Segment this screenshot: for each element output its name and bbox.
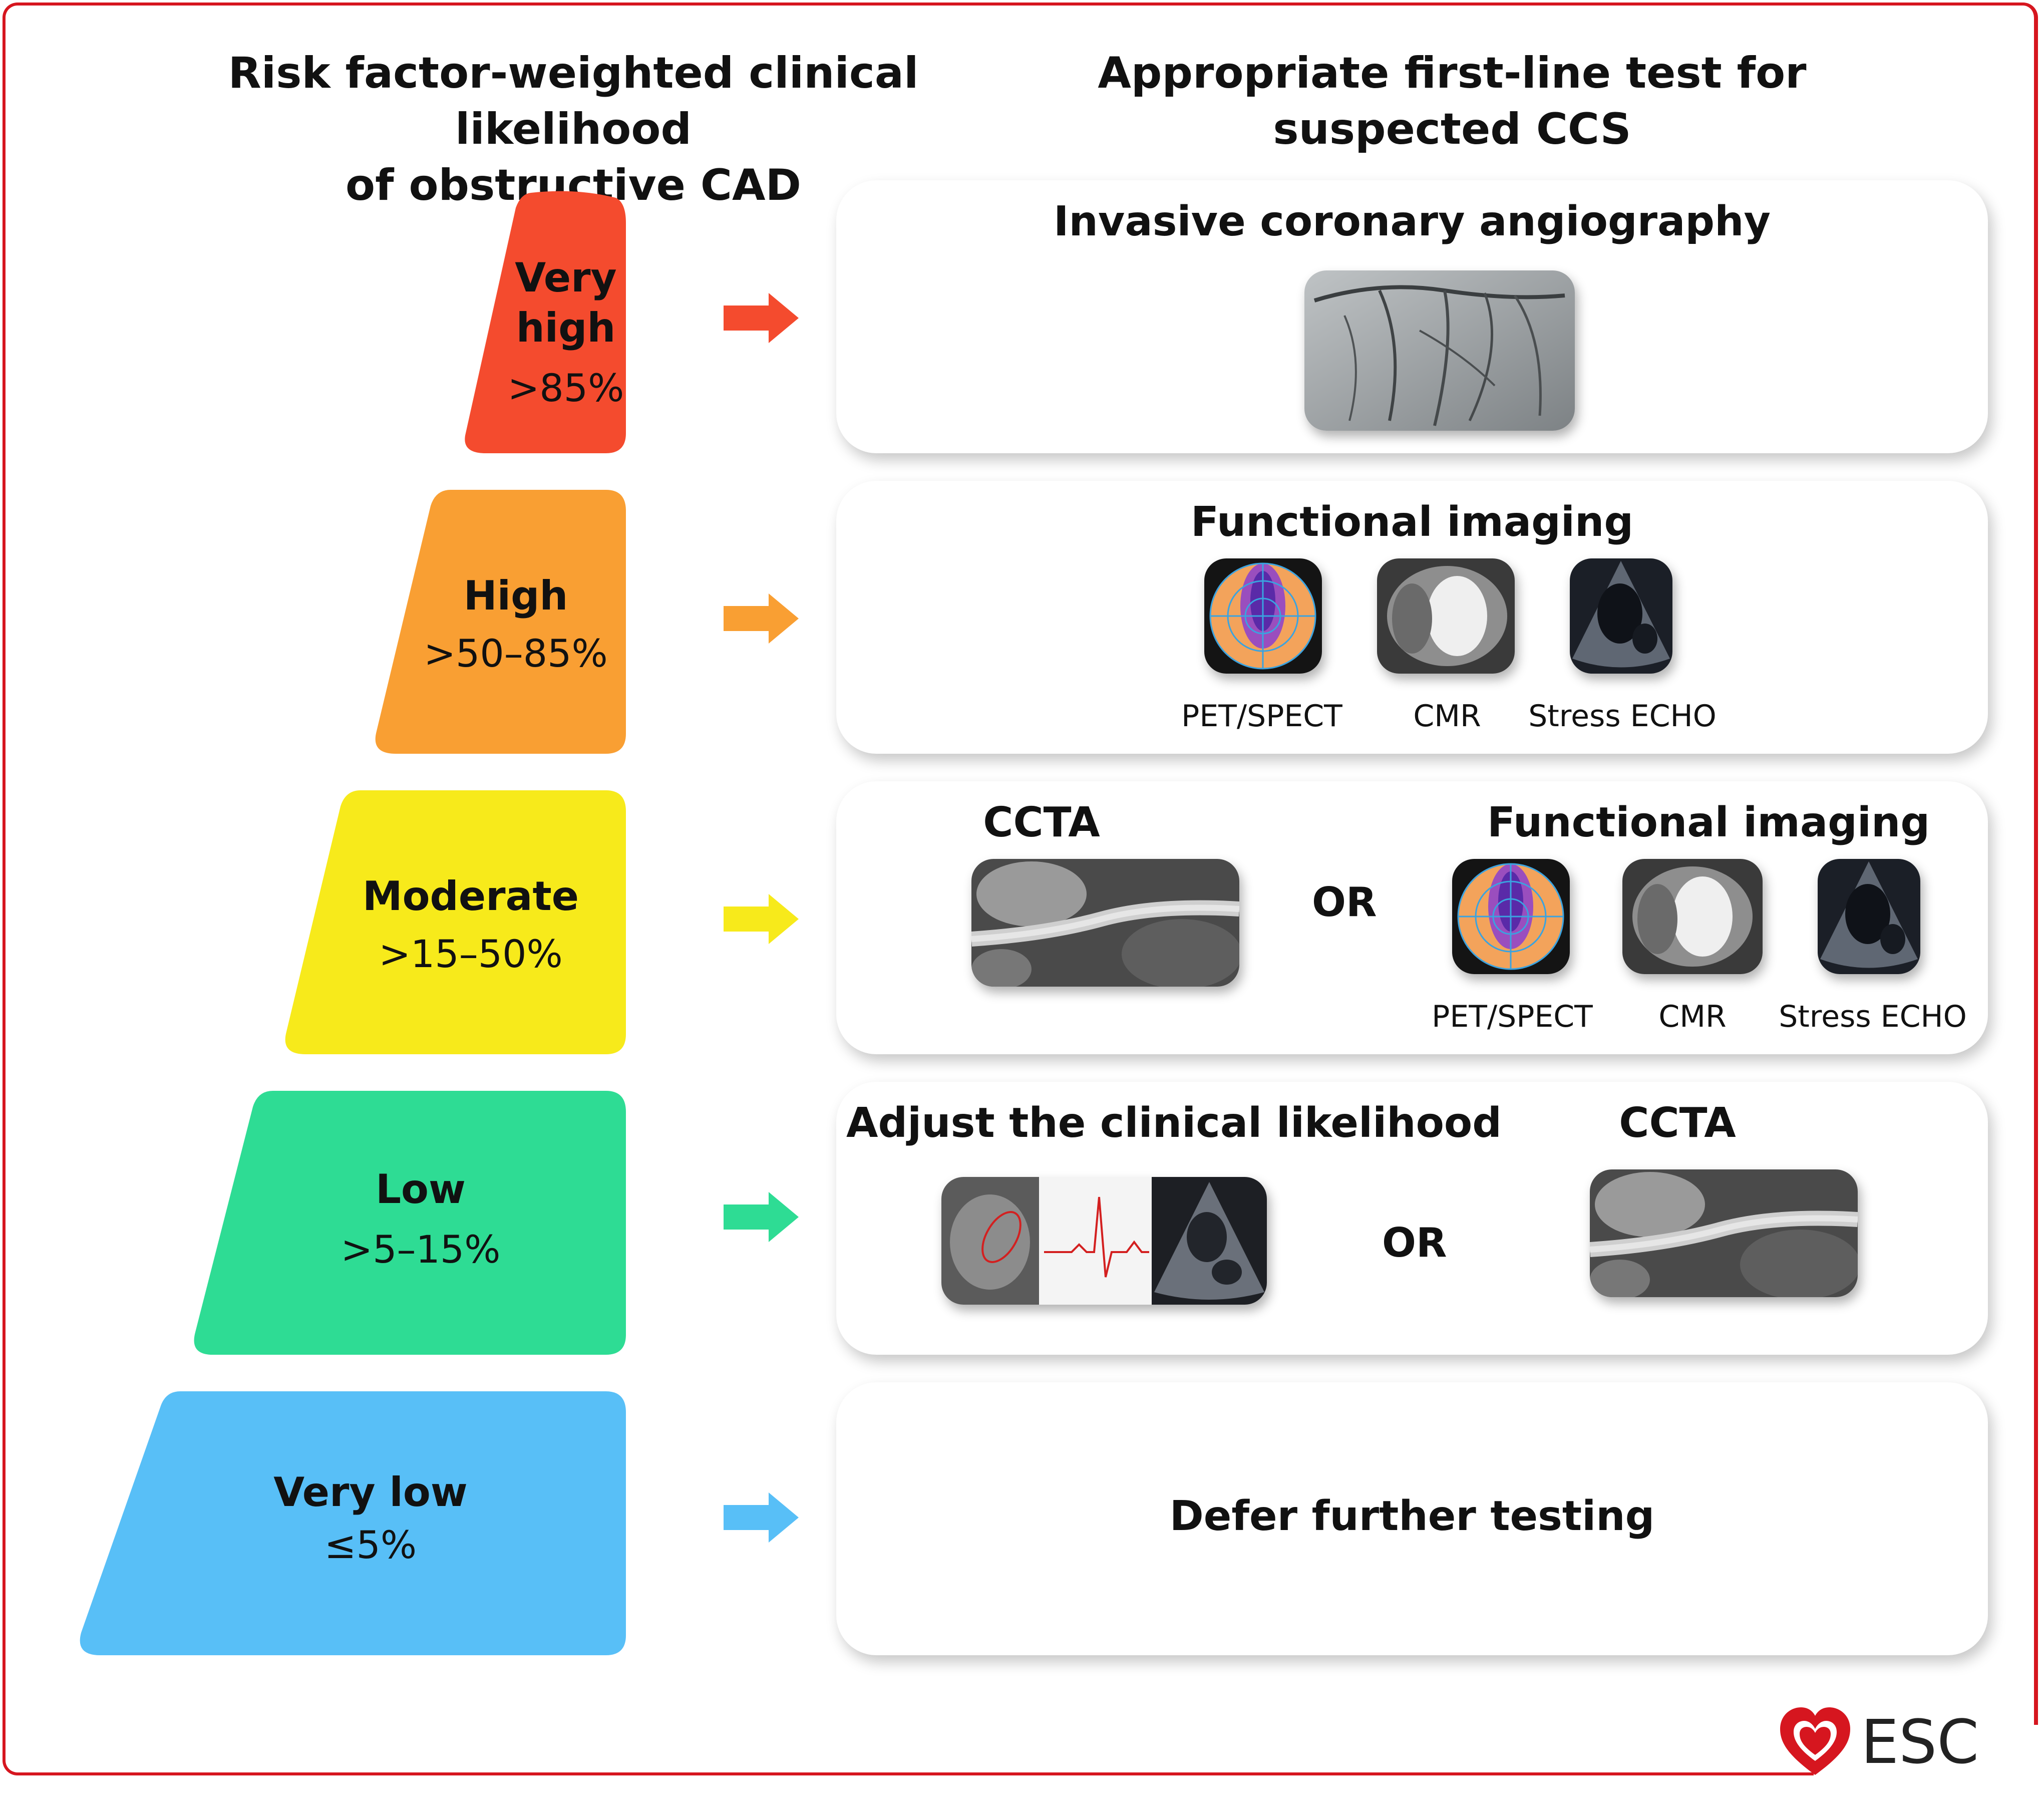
pet-spect-image (1204, 558, 1322, 674)
arrow-very-high-icon (724, 293, 799, 343)
moderate-caption-cmr: CMR (1658, 999, 1727, 1034)
esc-logo-text: ESC (1861, 1707, 1979, 1777)
tier-moderate-label: Moderate (362, 873, 579, 920)
left-header: Risk factor-weighted clinical likelihood… (165, 45, 981, 213)
tier-very-low-label: Very low (273, 1469, 468, 1516)
test-box-low: Adjust the clinical likelihood OR CCTA (836, 1082, 1988, 1355)
tier-very-high-range: >85% (507, 366, 624, 410)
stress-echo-image (1570, 558, 1672, 674)
tier-moderate-range: >15–50% (379, 932, 563, 976)
tier-very-high: Very high >85% (0, 188, 651, 458)
tier-moderate-shape (285, 790, 626, 1054)
right-header-line1: Appropriate first-line test for (1098, 48, 1807, 98)
moderate-ccta-title: CCTA (983, 799, 1100, 846)
test-box-high: Functional imaging PET/SPECT (836, 481, 1988, 754)
tier-very-low-shape (80, 1391, 626, 1655)
high-caption-cmr: CMR (1413, 699, 1481, 734)
moderate-or: OR (1312, 879, 1377, 926)
tier-low-shape (194, 1091, 626, 1355)
arrow-low-icon (724, 1192, 799, 1242)
tier-high-shape (375, 490, 626, 754)
moderate-caption-pet-spect: PET/SPECT (1432, 999, 1593, 1034)
test-very-high-title: Invasive coronary angiography (1054, 198, 1771, 245)
tier-very-high-label2: high (516, 305, 616, 351)
tier-low: Low >5–15% (0, 1087, 651, 1357)
right-header-line2: suspected CCS (1273, 104, 1631, 154)
figure-frame (3, 3, 2038, 1775)
moderate-cmr-image (1622, 859, 1763, 974)
tier-very-low-range: ≤5% (324, 1523, 417, 1567)
moderate-functional-title: Functional imaging (1487, 799, 1930, 846)
tier-high-range: >50–85% (424, 631, 608, 676)
low-adjust-title: Adjust the clinical likelihood (846, 1099, 1502, 1147)
arrow-very-low-icon (724, 1492, 799, 1543)
angiography-image (1304, 270, 1575, 431)
low-ccta-title: CCTA (1619, 1099, 1736, 1147)
tier-low-label: Low (376, 1166, 466, 1213)
high-caption-pet-spect: PET/SPECT (1181, 699, 1342, 734)
test-box-moderate: CCTA OR Functional imaging (836, 781, 1988, 1054)
test-box-very-low: Defer further testing (836, 1382, 1988, 1655)
left-header-line1: Risk factor-weighted clinical likelihood (228, 48, 919, 154)
frame-gap (1814, 1725, 2044, 1785)
low-ccta-image (1590, 1169, 1858, 1297)
moderate-caption-stress-echo: Stress ECHO (1779, 999, 1967, 1034)
high-caption-stress-echo: Stress ECHO (1528, 699, 1717, 734)
tier-low-range: >5–15% (340, 1227, 501, 1272)
test-very-low-title: Defer further testing (1169, 1492, 1655, 1540)
tier-high-label: High (463, 572, 568, 619)
esc-heart-icon (1780, 1707, 1851, 1775)
moderate-ccta-image (971, 859, 1239, 987)
esc-logo: ESC (1778, 1700, 1979, 1785)
tier-high: High >50–85% (0, 486, 651, 756)
test-box-very-high: Invasive coronary angiography (836, 180, 1988, 453)
arrow-high-icon (724, 593, 799, 644)
moderate-pet-spect-image (1452, 859, 1570, 974)
tier-very-high-shape (465, 191, 626, 454)
tier-very-high-label1: Very (515, 254, 617, 301)
arrow-moderate-icon (724, 894, 799, 944)
moderate-stress-echo-image (1818, 859, 1920, 974)
right-header: Appropriate first-line test for suspecte… (1052, 45, 1853, 157)
tier-very-low: Very low ≤5% (0, 1387, 651, 1658)
adjust-likelihood-image (941, 1177, 1267, 1305)
cmr-image (1377, 558, 1515, 674)
test-high-title: Functional imaging (1190, 498, 1634, 546)
tier-moderate: Moderate >15–50% (0, 786, 651, 1057)
low-or: OR (1382, 1220, 1447, 1266)
